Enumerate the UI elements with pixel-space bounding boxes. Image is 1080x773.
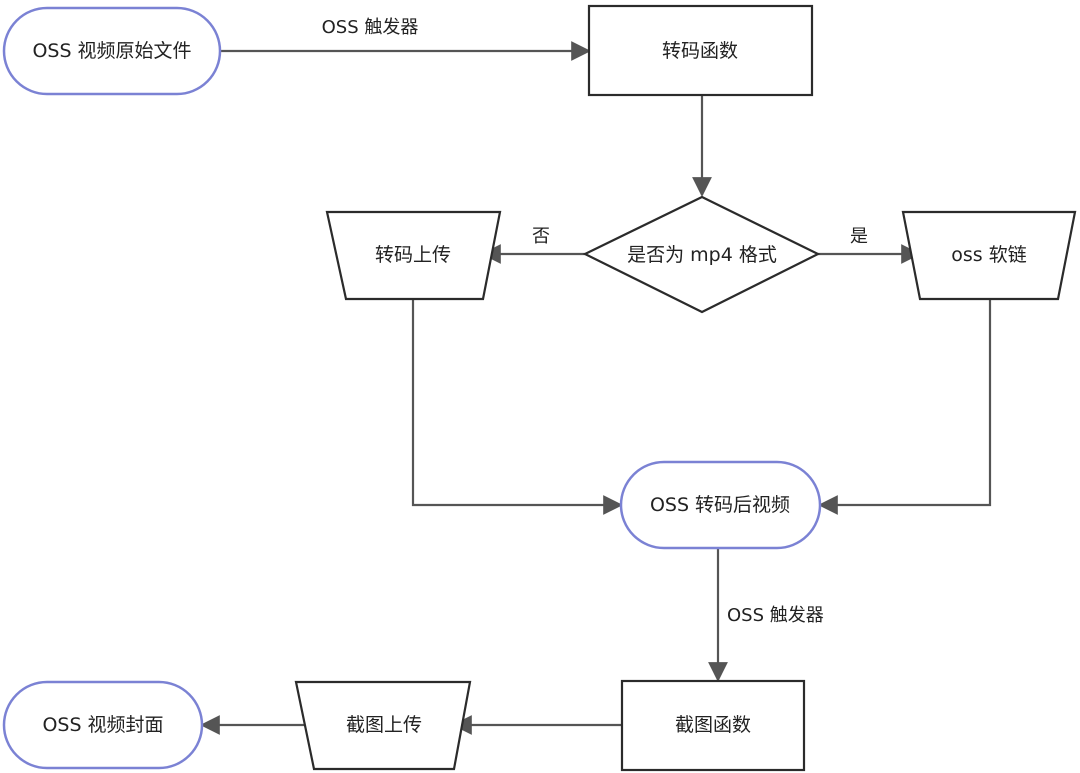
node-oss-source: OSS 视频原始文件 [2,6,222,96]
edge-label-trigger-1: OSS 触发器 [322,17,419,38]
node-transcode-function-label: 转码函数 [662,40,738,62]
node-oss-transcoded: OSS 转码后视频 [619,460,822,550]
node-transcode-upload: 转码上传 [325,210,502,301]
edge-oss-link-to-transcoded [818,299,992,515]
node-oss-transcoded-label: OSS 转码后视频 [650,494,790,516]
node-snapshot-upload: 截图上传 [294,680,472,771]
node-is-mp4-decision: 是否为 mp4 格式 [582,195,821,314]
edges [200,41,992,735]
edge-label-trigger-2: OSS 触发器 [727,605,824,626]
edge-label-no: 否 [532,226,550,247]
node-transcode-upload-label: 转码上传 [375,244,451,266]
node-oss-source-label: OSS 视频原始文件 [32,40,191,62]
node-oss-cover: OSS 视频封面 [2,680,204,770]
node-snapshot-upload-label: 截图上传 [346,714,422,736]
node-transcode-function: 转码函数 [587,4,814,97]
node-oss-cover-label: OSS 视频封面 [42,714,163,736]
node-oss-link: oss 软链 [901,210,1077,301]
node-is-mp4-label: 是否为 mp4 格式 [627,244,777,266]
node-snapshot-function-label: 截图函数 [675,714,751,736]
edge-transcode-upload-to-transcoded [411,299,623,515]
node-snapshot-function: 截图函数 [620,679,806,772]
node-oss-link-label: oss 软链 [951,244,1026,266]
edge-label-yes: 是 [850,226,868,247]
